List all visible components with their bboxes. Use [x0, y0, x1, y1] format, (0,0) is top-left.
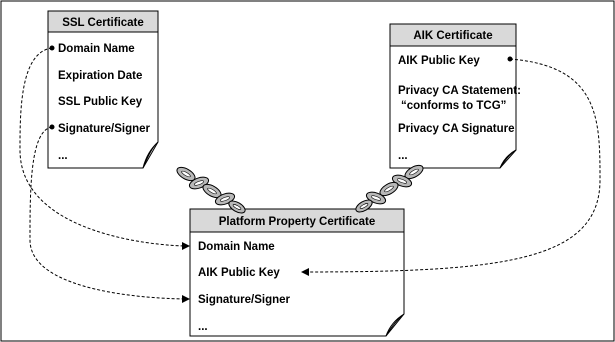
aik-field-privacy-ca-signature: Privacy CA Signature	[398, 123, 515, 135]
platform-field-aik-public-key: AIK Public Key	[198, 267, 280, 279]
aik-field-ellipsis: ...	[398, 150, 408, 162]
platform-card-title: Platform Property Certificate	[219, 216, 376, 228]
aik-certificate-card: AIK Certificate AIK Public Key Privacy C…	[389, 23, 521, 169]
aik-card-title: AIK Certificate	[413, 30, 492, 42]
chain-link-icon-right	[355, 164, 424, 213]
platform-field-signature-signer: Signature/Signer	[198, 294, 291, 306]
ssl-card-title: SSL Certificate	[62, 17, 144, 29]
platform-property-certificate-card: Platform Property Certificate Domain Nam…	[189, 208, 405, 337]
platform-card-curl	[385, 313, 405, 337]
aik-field-privacy-ca-statement: Privacy CA Statement:	[398, 85, 521, 97]
ssl-card-curl	[142, 141, 159, 169]
connector-aik-public-key	[301, 58, 601, 276]
aik-card-title-bar	[389, 23, 517, 47]
ssl-field-ellipsis: ...	[58, 150, 68, 162]
platform-field-domain-name: Domain Name	[198, 241, 275, 253]
aik-field-public-key: AIK Public Key	[398, 55, 480, 67]
ssl-card-title-bar	[47, 10, 159, 33]
ssl-field-public-key: SSL Public Key	[58, 96, 143, 108]
aik-field-conforms-to-tcg: “conforms to TCG”	[401, 100, 506, 112]
connector-signature-signer	[29, 126, 190, 303]
ssl-field-expiration-date: Expiration Date	[58, 70, 142, 82]
ssl-field-domain-name: Domain Name	[58, 43, 135, 55]
aik-card-curl	[499, 149, 517, 169]
platform-field-ellipsis: ...	[198, 321, 208, 333]
platform-card-title-bar	[189, 208, 405, 233]
ssl-field-signature-signer: Signature/Signer	[58, 123, 151, 135]
connector-domain-name	[19, 47, 190, 250]
ssl-certificate-card: SSL Certificate Domain Name Expiration D…	[47, 10, 159, 169]
chain-link-icon-left	[176, 166, 246, 214]
